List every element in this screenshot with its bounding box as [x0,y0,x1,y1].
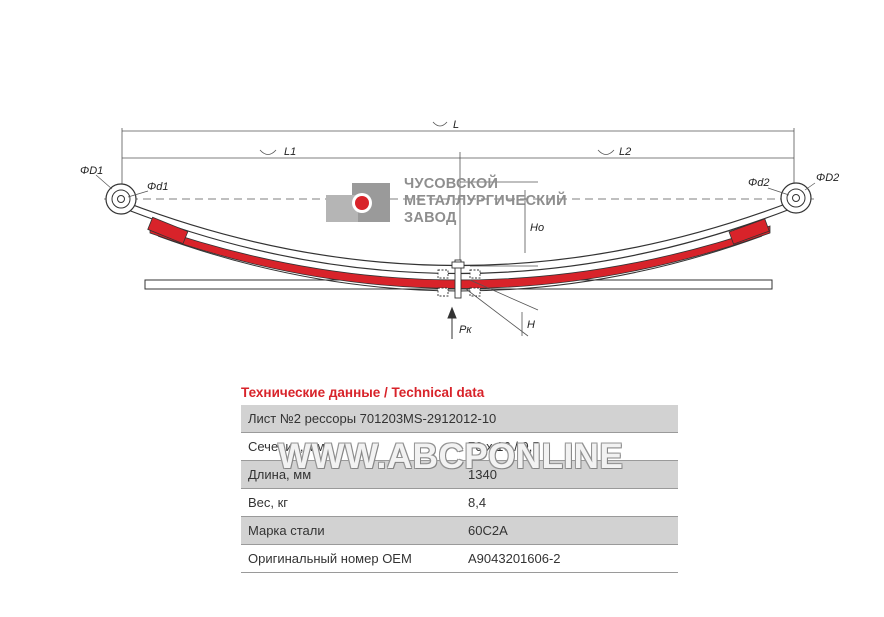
table-row: Длина, мм 1340 [241,460,678,489]
dim-Ho-label: Ho [530,222,544,234]
dimension-H [465,279,539,337]
dim-Pk-label: Pк [459,324,472,336]
dim-L1-label: L1 [284,146,296,158]
company-logo-mark [326,183,390,222]
left-eye [105,183,137,215]
dim-d2-label: Φd2 [748,177,769,189]
row-key: Марка стали [241,516,461,545]
dim-L2-label: L2 [619,146,631,158]
leaf-spring-drawing: L L1 L2 Ho ΦD1 Φd1 [80,119,839,339]
right-pad [728,218,770,245]
watermark-text: WWW.ABCPONLINE [278,437,624,476]
dim-H-label: H [527,319,535,331]
row-value: A9043201606-2 [461,544,678,573]
table-title: Технические данные / Technical data [241,385,485,400]
row-value: 8,4 [461,488,678,517]
dim-L-label: L [453,119,459,131]
row-value: 1340 [461,460,678,489]
row-key: Сечение, мм [241,432,461,461]
table-row: Марка стали 60С2А [241,516,678,545]
table-header: Лист №2 рессоры 701203MS-2912012-10 [241,405,678,433]
row-key: Вес, кг [241,488,461,517]
right-eye [780,182,812,214]
company-logo-text: ЧУСОВСКОЙ МЕТАЛЛУРГИЧЕСКИЙ ЗАВОД [404,176,567,227]
load-arrow [447,306,457,339]
table-row: Вес, кг 8,4 [241,488,678,517]
logo-line-1: ЧУСОВСКОЙ [404,176,499,192]
row-value: 60С2А [461,516,678,545]
row-value: 70 x 16 / 9,5 [461,432,678,461]
logo-line-3: ЗАВОД [404,210,457,226]
centre-bolt [437,259,481,299]
row-key: Оригинальный номер OEM [241,544,461,573]
technical-data-table: Лист №2 рессоры 701203MS-2912012-10 Сече… [241,405,678,573]
left-pad [147,216,189,245]
dim-D2-label: ΦD2 [816,172,839,184]
table-header-row: Лист №2 рессоры 701203MS-2912012-10 [241,405,678,433]
dimension-L1-L2 [122,149,794,262]
dimension-Ho [460,181,538,267]
dim-D1-label: ΦD1 [80,165,103,177]
second-leaf-red [149,225,771,289]
dimension-L [121,121,795,190]
table-row: Оригинальный номер OEM A9043201606-2 [241,544,678,573]
table-row: Сечение, мм 70 x 16 / 9,5 [241,432,678,461]
dim-d1-label: Φd1 [147,181,168,193]
logo-line-2: МЕТАЛЛУРГИЧЕСКИЙ [404,193,567,209]
eye-leaders [95,174,816,198]
row-key: Длина, мм [241,460,461,489]
